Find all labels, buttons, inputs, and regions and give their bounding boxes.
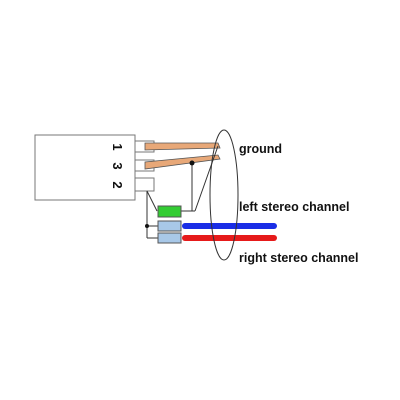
pin-label-3: 3 [110, 162, 125, 169]
junction-dot-pin2 [145, 224, 149, 228]
channel-bundle-ellipse [209, 129, 239, 261]
right-channel-label: right stereo channel [239, 251, 358, 265]
pin-label-2: 2 [110, 181, 125, 188]
wire-pin2-diag [146, 190, 158, 212]
pin-tab-2 [134, 177, 155, 192]
junction-dot-pin3 [189, 160, 195, 166]
right-channel-marker [157, 232, 182, 244]
pin-label-1: 1 [110, 143, 125, 150]
pin-lead-1 [144, 142, 221, 151]
connector-body [34, 134, 136, 201]
ground-label: ground [239, 142, 282, 156]
ground-marker [157, 205, 182, 218]
left-channel-marker [157, 220, 182, 232]
wire-pin1-ground [194, 145, 219, 212]
left-channel-label: left stereo channel [239, 200, 349, 214]
pin-lead-3 [144, 154, 221, 170]
